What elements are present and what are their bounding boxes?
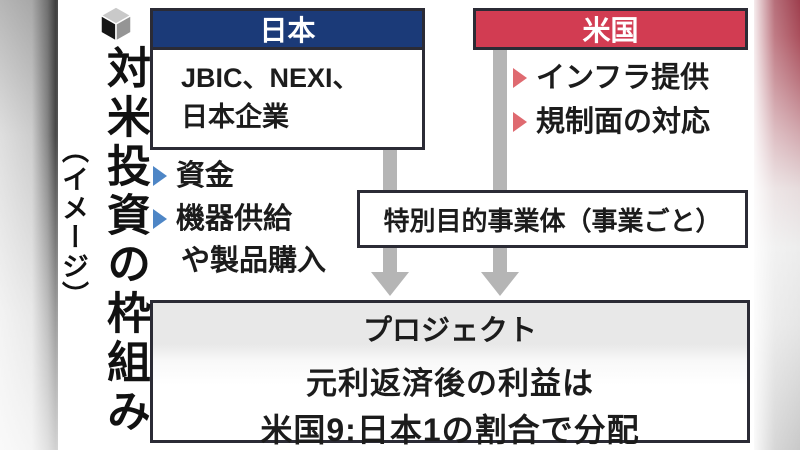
us-bullet-infrastructure: インフラ提供 <box>513 62 709 95</box>
japan-bullet-equipment-label2: や製品購入 <box>181 245 327 277</box>
cube-icon <box>99 6 133 43</box>
japan-bullet-equipment: 機器供給 <box>153 203 292 236</box>
us-bullet-regulatory: 規制面の対応 <box>513 106 710 139</box>
triangle-bullet-icon <box>513 68 527 88</box>
us-bullet-infrastructure-label: インフラ提供 <box>536 62 710 94</box>
us-header-label: 米国 <box>582 15 639 46</box>
right-blur-edge <box>754 0 800 450</box>
triangle-bullet-icon <box>153 166 167 186</box>
japan-entities-line1: JBIC、NEXI、 <box>181 63 360 93</box>
page-title-note: （イメージ） <box>58 136 88 310</box>
japan-entities-line2: 日本企業 <box>181 102 289 133</box>
arrowhead-japan <box>371 272 409 296</box>
project-note-line1: 元利返済後の利益は <box>306 366 594 401</box>
page-title: 対米投資の枠組み <box>100 45 149 437</box>
japan-header-box: 日本 <box>150 8 425 50</box>
triangle-bullet-icon <box>513 112 527 132</box>
project-note-line2: 米国9:日本1の割合で分配 <box>260 412 640 448</box>
us-bullet-regulatory-label: 規制面の対応 <box>536 106 711 138</box>
spv-box: 特別目的事業体（事業ごと） <box>357 190 748 248</box>
japan-header-label: 日本 <box>259 15 316 46</box>
left-blur-edge <box>0 0 58 450</box>
japan-bullet-equipment-line2: や製品購入 <box>181 245 326 278</box>
project-box: プロジェクト 元利返済後の利益は 米国9:日本1の割合で分配 <box>150 300 750 448</box>
us-header-box: 米国 <box>473 8 748 50</box>
japan-entities-box: JBIC、NEXI、 日本企業 <box>150 47 425 150</box>
arrowhead-us <box>481 272 519 296</box>
project-header: プロジェクト <box>362 315 537 347</box>
japan-bullet-equipment-label: 機器供給 <box>176 203 293 235</box>
japan-bullet-funds-label: 資金 <box>176 160 235 192</box>
triangle-bullet-icon <box>153 209 167 229</box>
spv-label: 特別目的事業体（事業ごと） <box>383 205 722 236</box>
japan-bullet-funds: 資金 <box>153 160 234 193</box>
